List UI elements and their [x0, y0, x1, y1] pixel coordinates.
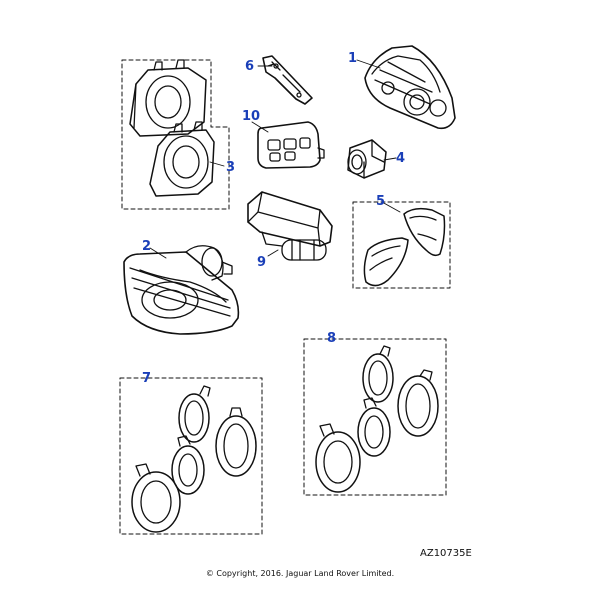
bulb-part-8-d [315, 423, 361, 493]
bulb-part-7-d [131, 463, 181, 533]
headlamp-bezel-part-3-lower [149, 121, 215, 197]
actuator-part-4 [347, 139, 387, 179]
headlamp-assembly-part-1 [364, 45, 456, 130]
reference-code: AZ10735E [420, 548, 472, 559]
leader-lines [149, 59, 401, 259]
callout-8[interactable]: 8 [327, 331, 337, 346]
group-box-8 [303, 338, 447, 496]
lens-part-5-left [363, 237, 409, 287]
group-box-7 [119, 377, 263, 535]
callout-7[interactable]: 7 [142, 371, 152, 386]
bracket-part-6 [262, 55, 313, 105]
callout-6[interactable]: 6 [245, 59, 255, 74]
bulb-part-8-a [362, 345, 394, 403]
bulb-part-8-c [357, 397, 391, 457]
fog-lamp-part-2 [123, 245, 240, 335]
bulb-part-8-b [397, 369, 439, 437]
headlamp-bezel-part-3-upper [129, 59, 207, 137]
bulb-part-7-a [178, 385, 211, 443]
lens-part-5-right [403, 207, 446, 257]
group-box-5 [352, 201, 451, 289]
callout-1[interactable]: 1 [348, 51, 358, 66]
callout-4[interactable]: 4 [396, 151, 406, 166]
callout-9[interactable]: 9 [257, 255, 267, 270]
bulb-part-7-b [215, 407, 257, 477]
callout-2[interactable]: 2 [142, 239, 152, 254]
callout-3[interactable]: 3 [226, 160, 236, 175]
bulb-part-7-c [171, 435, 205, 495]
copyright-notice: © Copyright, 2016. Jaguar Land Rover Lim… [205, 569, 395, 578]
switch-pack-part-10 [257, 121, 325, 169]
ballast-module-part-9 [247, 191, 333, 261]
callout-10[interactable]: 10 [242, 109, 261, 124]
callout-5[interactable]: 5 [376, 194, 386, 209]
